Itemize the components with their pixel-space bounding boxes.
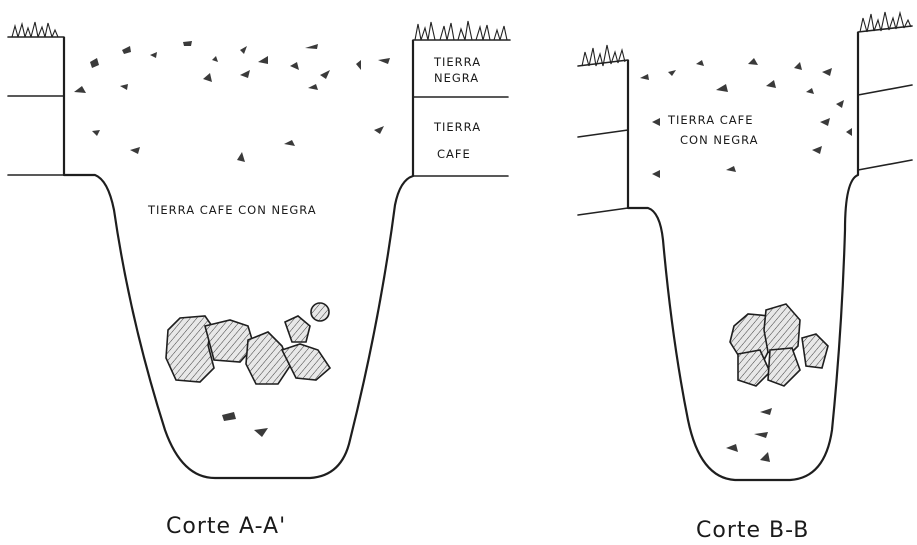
stratum-line-b-left-2 [577, 207, 629, 216]
grass-tuft-a-left [11, 21, 59, 38]
caption-b: Corte B-B [696, 518, 809, 543]
grass-tuft-b-left [581, 44, 626, 67]
stratum-line-b-left-1 [577, 129, 629, 138]
label-tierra-cafe-line-2: CAFE [437, 147, 471, 161]
stratum-line-b-right-2 [857, 159, 913, 171]
section-b: TIERRA CAFE CON NEGRA Corte B-B [577, 10, 913, 543]
label-tierra-cafe-line-1: TIERRA [433, 120, 481, 134]
label-fill-a: TIERRA CAFE CON NEGRA [147, 203, 317, 217]
label-tierra-negra-line-1: TIERRA [433, 55, 481, 69]
soil-inclusions-a [74, 41, 390, 437]
chip-before-label-b [652, 118, 660, 126]
stratum-line-b-right-1 [857, 84, 913, 96]
ground-surface-left-b [577, 59, 629, 67]
soil-inclusions-b [640, 58, 852, 462]
label-tierra-negra-line-2: NEGRA [434, 71, 479, 85]
caption-a: Corte A-A' [166, 514, 286, 539]
label-fill-b-line-1: TIERRA CAFE [667, 113, 754, 127]
pit-outline-b [626, 32, 860, 482]
rock-cluster-a [165, 302, 332, 385]
grass-tuft-a-right [414, 20, 508, 41]
section-a: TIERRA NEGRA TIERRA CAFE TIERRA CAFE CON… [7, 20, 511, 539]
grass-tuft-b-right [859, 10, 912, 33]
rock-cluster-b [729, 303, 829, 387]
pit-outline-a [62, 37, 415, 480]
label-fill-b-line-2: CON NEGRA [680, 133, 759, 147]
